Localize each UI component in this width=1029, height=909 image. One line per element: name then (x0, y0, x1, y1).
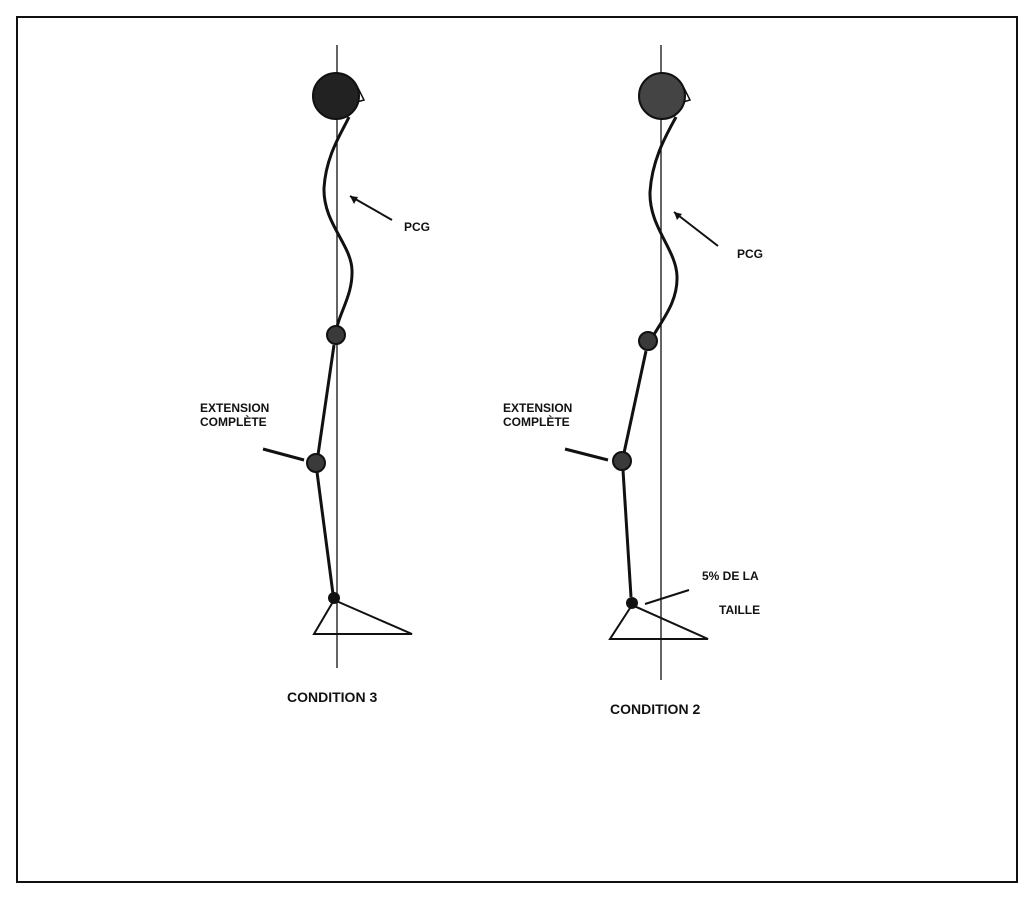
figure-condition-3: PCG EXTENSION COMPLÈTE CONDITION 3 (200, 45, 430, 705)
foot-triangle (314, 600, 412, 634)
spine-curve (324, 117, 352, 333)
extension-label-line1: EXTENSION (503, 401, 572, 415)
pcg-label: PCG (737, 247, 763, 261)
ankle-label-line1: 5% DE LA (702, 569, 759, 583)
pcg-label: PCG (404, 220, 430, 234)
shank-segment (317, 472, 333, 594)
ankle-pointer (645, 590, 689, 604)
pcg-arrow-line (674, 212, 718, 246)
hip-joint (639, 332, 657, 350)
head-joint (313, 73, 359, 119)
foot-triangle (610, 605, 708, 639)
head-joint (639, 73, 685, 119)
ankle-label-line2: TAILLE (719, 603, 760, 617)
extension-label-line1: EXTENSION (200, 401, 269, 415)
extension-label-line2: COMPLÈTE (503, 414, 570, 429)
condition-caption: CONDITION 3 (287, 689, 377, 705)
extension-pointer (263, 449, 304, 460)
thigh-segment (318, 345, 334, 455)
figure-condition-2: PCG EXTENSION COMPLÈTE 5% DE LA TAILLE C… (503, 45, 763, 717)
condition-caption: CONDITION 2 (610, 701, 700, 717)
knee-joint (613, 452, 631, 470)
spine-curve (650, 117, 677, 338)
hip-joint (327, 326, 345, 344)
knee-joint (307, 454, 325, 472)
shank-segment (623, 470, 631, 597)
extension-pointer (565, 449, 608, 460)
extension-label-line2: COMPLÈTE (200, 414, 267, 429)
thigh-segment (624, 351, 646, 453)
diagram-frame (17, 17, 1017, 882)
